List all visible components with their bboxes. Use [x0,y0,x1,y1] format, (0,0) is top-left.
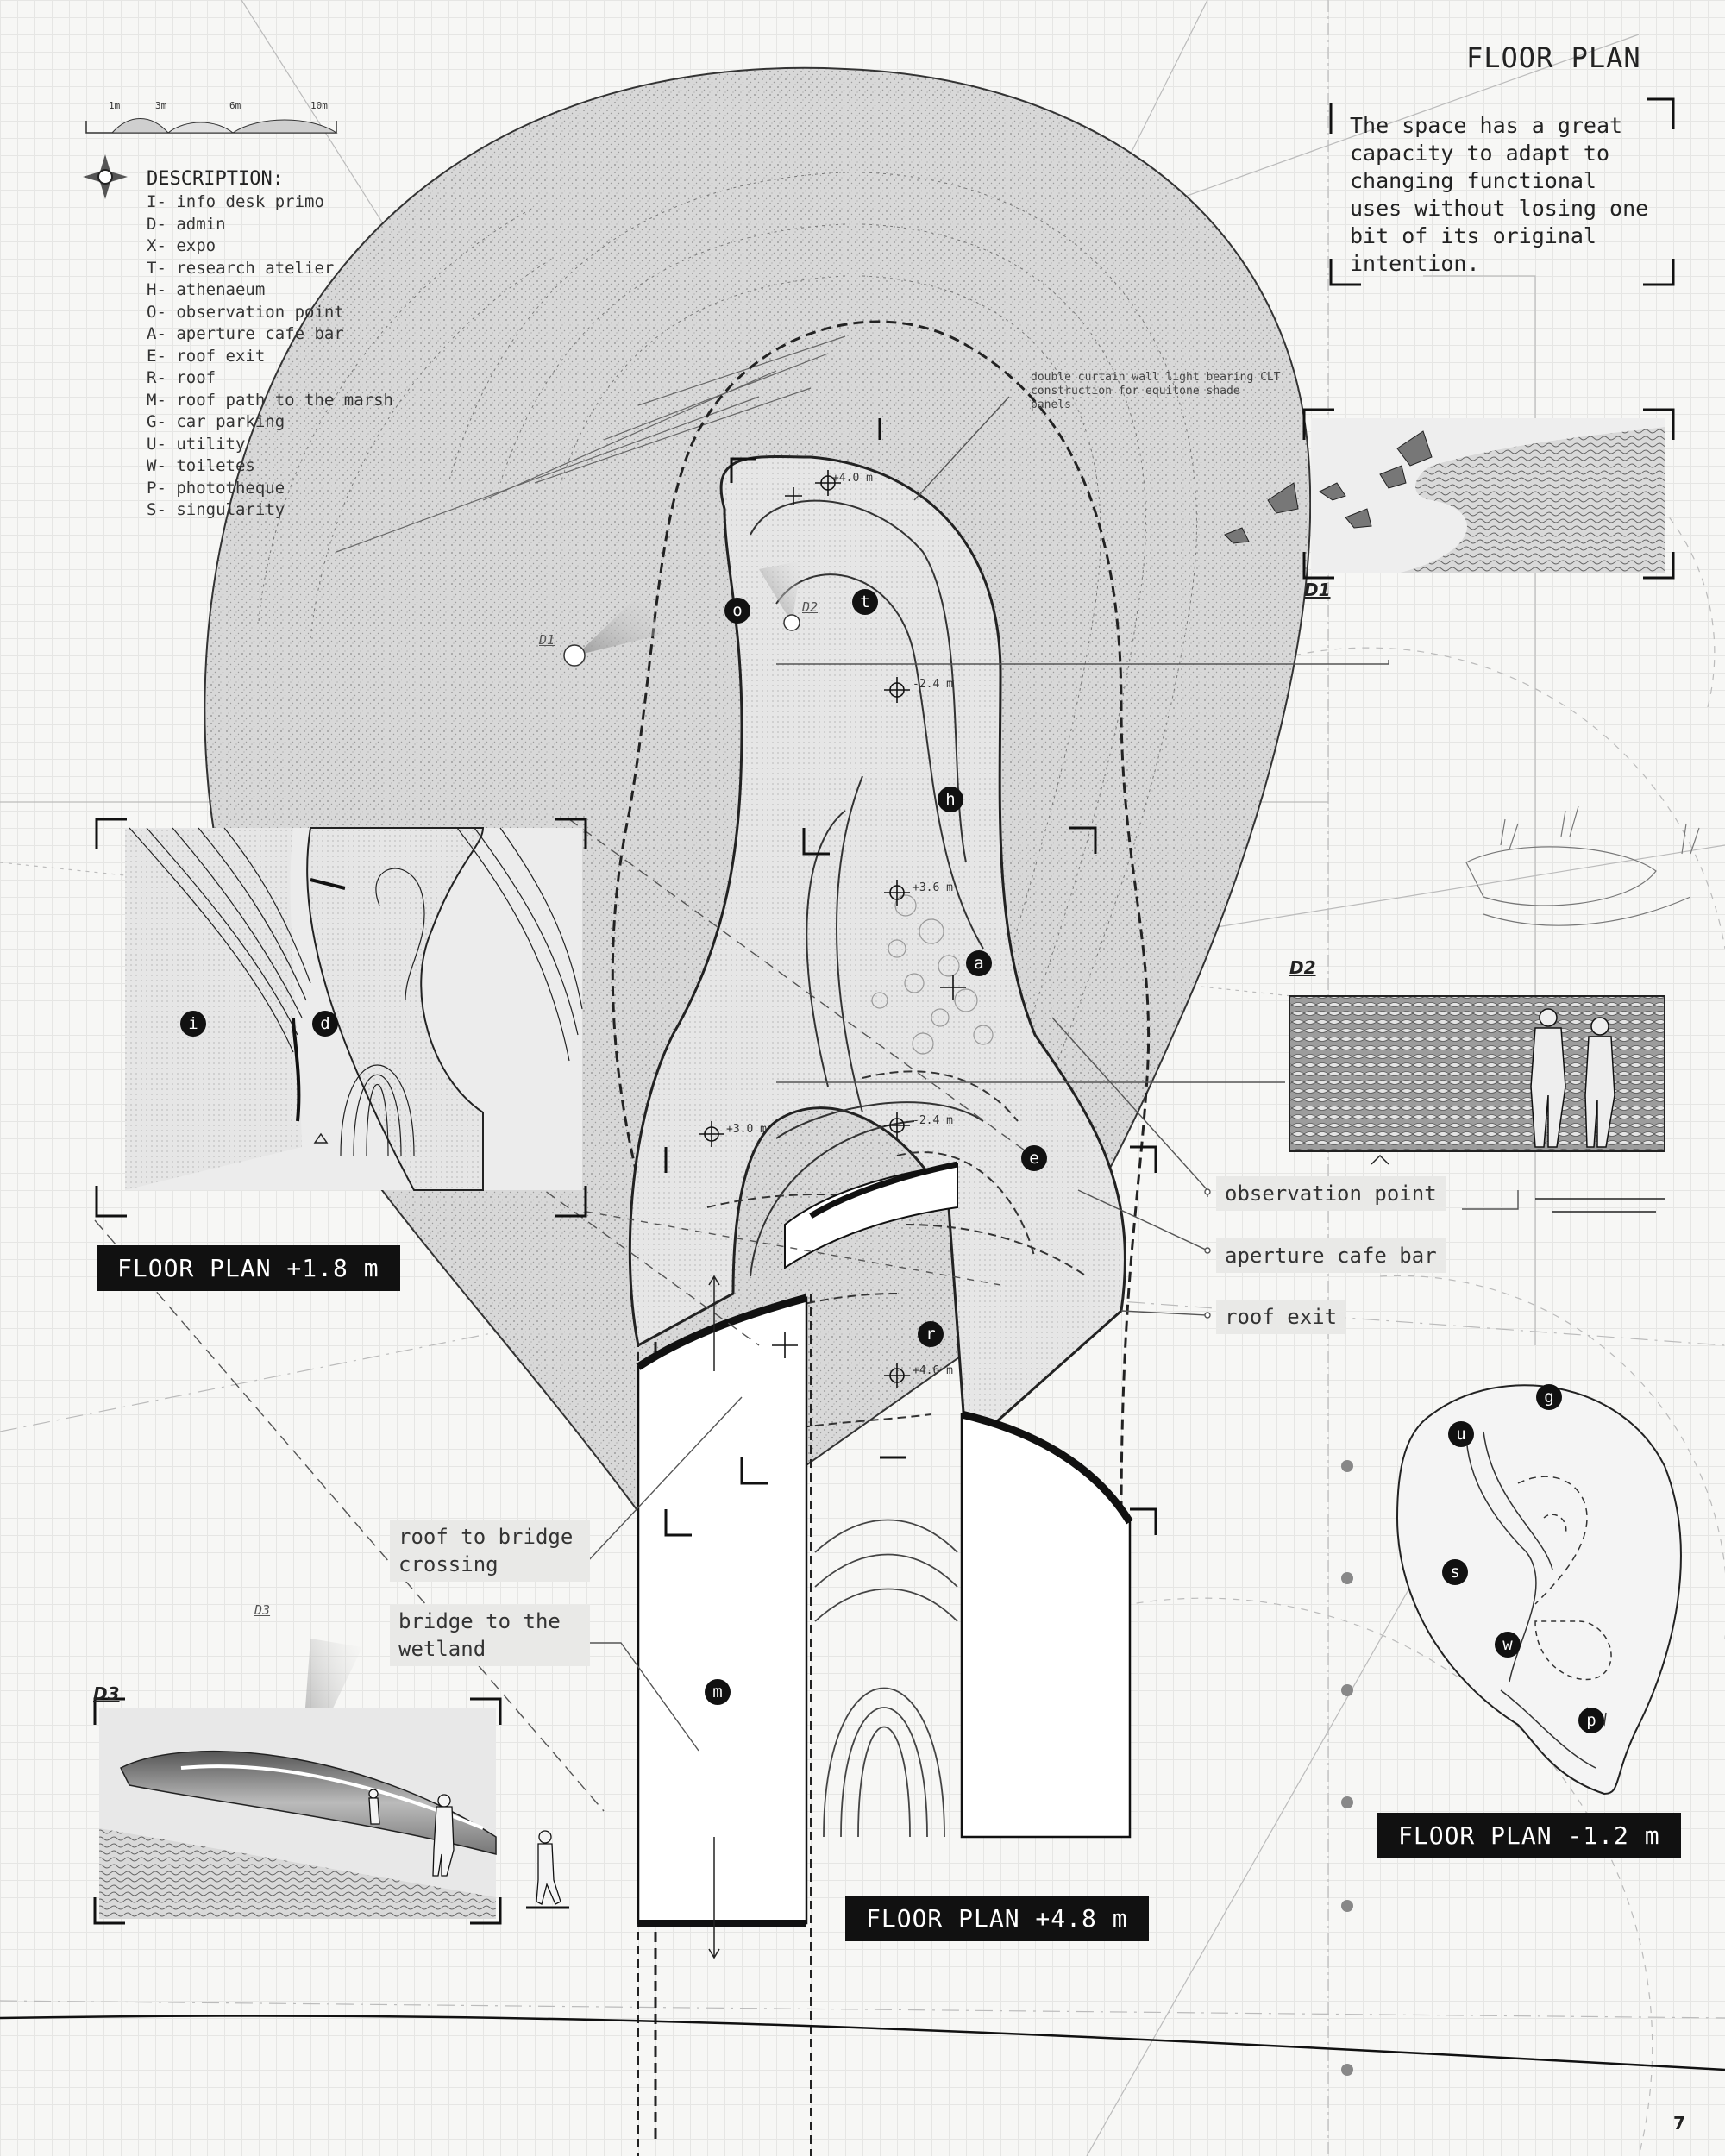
legend-item: A- aperture cafe bar [147,324,344,343]
room-marker-r: r [918,1321,944,1347]
floor-plan-label-minus-1-2: FLOOR PLAN -1.2 m [1377,1813,1681,1858]
site-line [0,2015,1725,2071]
legend-item: E- roof exit [147,346,266,366]
room-marker-m: m [705,1679,731,1705]
scale-bar [85,118,338,134]
callout-roof-exit: roof exit [1216,1300,1346,1334]
elevation-tag: +4.0 m [832,472,873,485]
legend-item: T- research atelier [147,258,335,278]
page-number: 7 [1673,2113,1685,2134]
north-compass-icon [83,154,128,199]
contour-rings [258,172,1197,1122]
detail-label-d1: D1 [1304,580,1331,600]
room-marker-s: s [1442,1559,1468,1585]
legend-item: H- athenaeum [147,280,266,299]
detail-label-d2: D2 [1289,957,1316,978]
callout-bridge-to-wetland: bridge to the wetland [390,1604,590,1666]
legend-item: O- observation point [147,302,344,322]
legend-item: P- phototheque [147,478,285,498]
inset-plan-plus-1-8 [125,827,583,1191]
elevation-tag: +3.0 m [726,1123,767,1136]
room-marker-e: e [1021,1145,1047,1171]
room-marker-i: i [180,1011,206,1037]
roof-slabs [636,1161,1133,1927]
callout-observation-point: observation point [1216,1176,1446,1211]
legend-item: G- car parking [147,412,285,431]
curtain-wall-note: double curtain wall light bearing CLT co… [1031,371,1281,411]
building-outline [628,455,1126,1452]
floor-plan-label-plus-4-8: FLOOR PLAN +4.8 m [845,1896,1149,1941]
section-arrows [313,1132,1389,1959]
legend-item: I- info desk primo [147,192,324,211]
elevation-tag: -2.4 m [913,678,953,691]
detail-label-d3: D3 [93,1683,120,1704]
leader-lines [94,396,1519,1812]
floor-plan-label-plus-1-8: FLOOR PLAN +1.8 m [97,1245,400,1291]
callout-roof-to-bridge: roof to bridge crossing [390,1520,590,1582]
arches [814,1519,958,1838]
frame-brackets [664,418,1157,1537]
inset-plan-minus-1-2 [1396,1384,1682,1796]
scale-label: 10m [310,100,328,111]
scale-label: 6m [229,100,242,111]
viewpoint-label-d1: D1 [539,632,555,648]
room-marker-p: p [1578,1708,1604,1733]
wetland-sketch [1465,805,1700,926]
room-marker-g: g [1536,1384,1562,1410]
room-marker-t: t [852,589,878,615]
elevation-tag: -2.4 m [913,1114,953,1127]
level-targets [699,470,966,1388]
room-marker-o: o [724,598,750,624]
scale-label: 1m [109,100,121,111]
viewpoint-label-d2: D2 [802,599,819,615]
pebble-pattern [871,894,994,1055]
scale-label: 3m [155,100,167,111]
legend-item: D- admin [147,214,226,234]
room-marker-h: h [938,787,963,812]
elevation-tag: +4.6 m [913,1364,953,1377]
legend-item: M- roof path to the marsh [147,390,393,410]
inset-frames [93,97,1675,1925]
room-marker-d: d [312,1011,338,1037]
legend-item: X- expo [147,236,216,255]
room-marker-w: w [1495,1632,1521,1658]
intro-text: The space has a great capacity to adapt … [1350,113,1649,276]
hatch-strokes [336,335,846,553]
detail-d1-image [1224,418,1665,573]
callout-aperture-cafe-bar: aperture cafe bar [1216,1238,1446,1273]
description-heading: DESCRIPTION: [147,168,284,190]
detail-d2-image [1289,995,1665,1213]
detail-d3-image [99,1708,569,1919]
dashed-route [611,320,1151,2139]
page-title: FLOOR PLAN [1466,41,1641,74]
room-marker-a: a [966,950,992,976]
legend-item: R- roof [147,368,216,387]
viewpoint-label-d3: D3 [254,1602,271,1618]
legend-item: W- toiletes [147,456,255,475]
legend-item: S- singularity [147,500,285,519]
elevation-tag: +3.6 m [913,881,953,894]
grid-dots [1341,1460,1353,2076]
room-marker-u: u [1448,1421,1474,1447]
description-list: I- info desk primo D- admin X- expo T- r… [147,191,393,522]
legend-item: U- utility [147,434,246,454]
